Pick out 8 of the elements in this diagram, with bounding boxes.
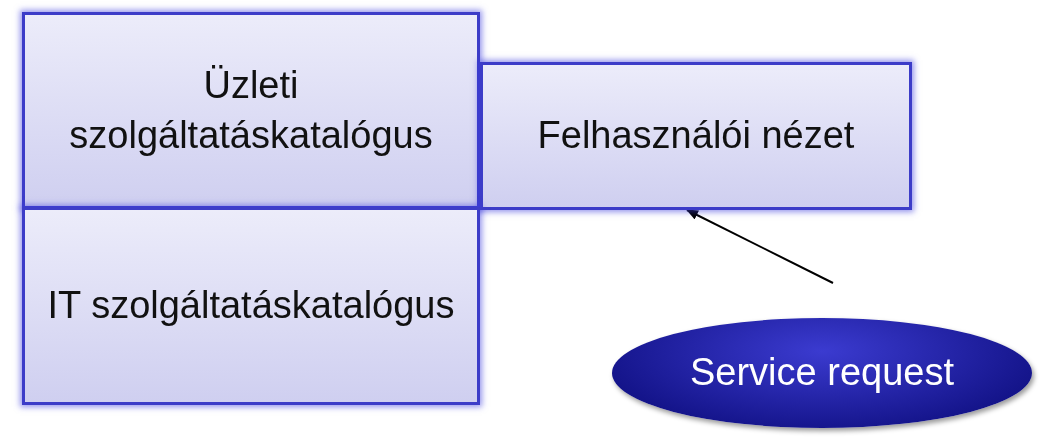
node-label: IT szolgáltatáskatalógus	[47, 283, 455, 329]
arrow	[686, 209, 834, 284]
node-label: Service request	[690, 350, 954, 396]
catalog-box	[22, 207, 480, 405]
view-box	[480, 62, 912, 210]
node-label: Üzleti szolgáltatáskatalógus	[68, 63, 434, 158]
node-label: Felhasználói nézet	[537, 113, 855, 159]
catalog-box	[22, 12, 480, 209]
